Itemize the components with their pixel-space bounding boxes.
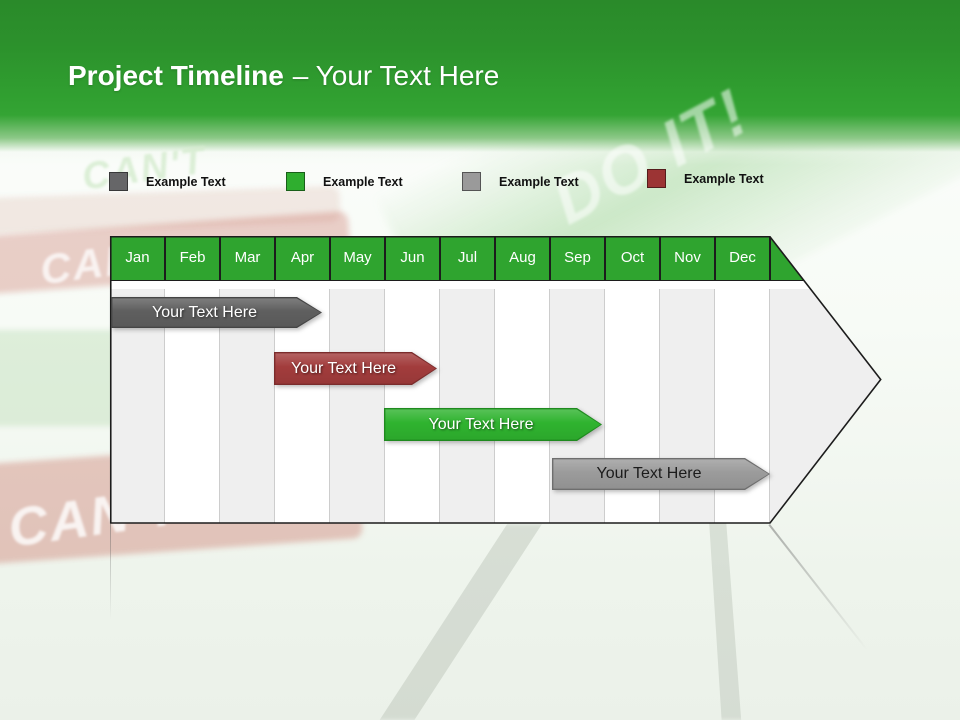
- timeline-bar-label: Your Text Here: [112, 298, 320, 326]
- timeline-bar[interactable]: Your Text Here: [384, 408, 602, 441]
- page-title[interactable]: Project Timeline – Your Text Here: [68, 60, 499, 92]
- legend-item[interactable]: Example Text: [462, 172, 579, 191]
- header-band: [0, 0, 960, 165]
- legend-item[interactable]: Example Text: [647, 169, 764, 188]
- timeline-bar[interactable]: Your Text Here: [552, 458, 770, 490]
- watermark-band: [0, 185, 341, 235]
- timeline-bar-text: Your Text Here: [428, 415, 534, 433]
- timeline-bar-text: Your Text Here: [152, 303, 257, 321]
- title-bold-text: Project Timeline: [68, 60, 284, 91]
- timeline-bar[interactable]: Your Text Here: [274, 352, 437, 385]
- timeline-bar[interactable]: Your Text Here: [111, 297, 322, 328]
- watermark-dart-shape: [379, 524, 542, 720]
- timeline-bar-text: Your Text Here: [291, 359, 396, 377]
- timeline-bar-label: Your Text Here: [385, 409, 600, 439]
- legend-label: Example Text: [146, 174, 226, 189]
- timeline-bar-label: Your Text Here: [553, 459, 768, 488]
- legend-label: Example Text: [499, 174, 579, 189]
- legend-item[interactable]: Example Text: [109, 172, 226, 191]
- title-regular-text: – Your Text Here: [292, 60, 500, 91]
- legend-swatch: [647, 169, 666, 188]
- legend-item[interactable]: Example Text: [286, 172, 403, 191]
- reflection-line-left: [110, 524, 111, 620]
- timeline-bar-text: Your Text Here: [596, 465, 702, 482]
- timeline-bar-label: Your Text Here: [275, 353, 435, 383]
- reflection-line-right: [768, 524, 869, 652]
- legend-label: Example Text: [323, 174, 403, 189]
- legend-swatch: [286, 172, 305, 191]
- legend-swatch: [462, 172, 481, 191]
- watermark-dart-shape: [707, 498, 742, 720]
- legend-label: Example Text: [684, 171, 764, 186]
- legend-swatch: [109, 172, 128, 191]
